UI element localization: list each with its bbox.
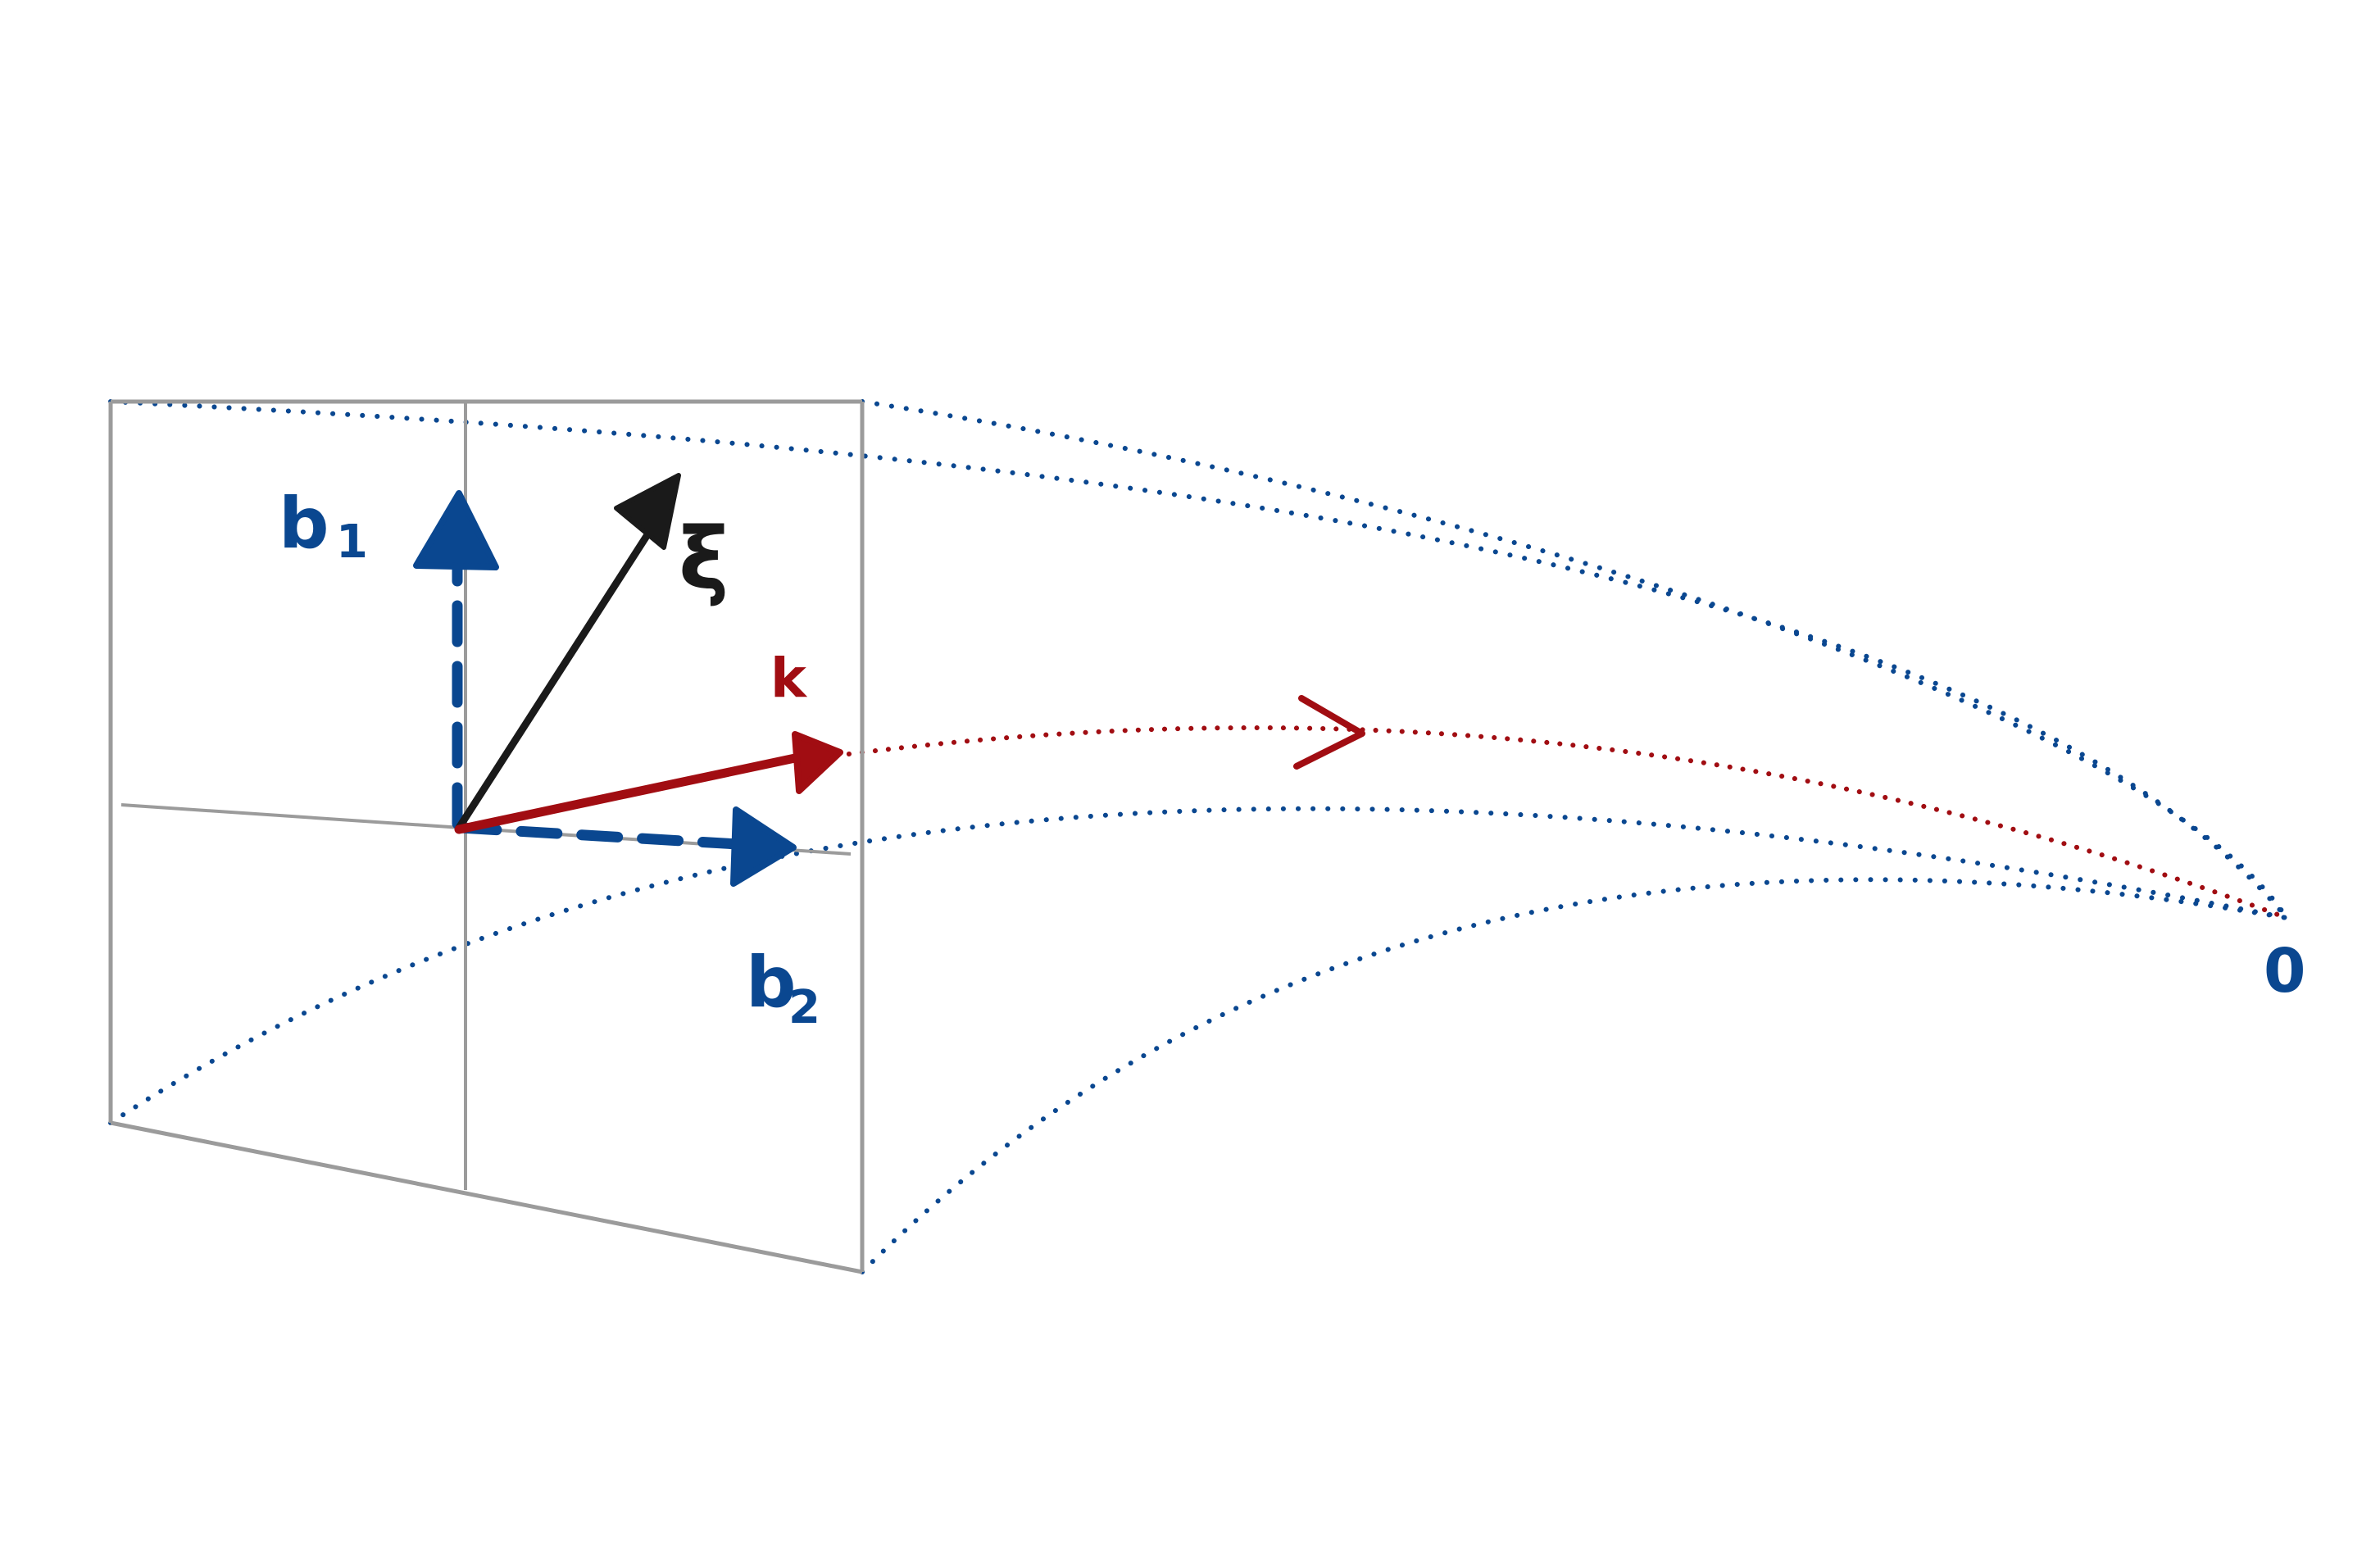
b1-label: b <box>279 483 329 565</box>
frame-axes <box>120 402 852 1190</box>
xi-arrowhead <box>614 473 681 550</box>
curve-bottom-left <box>108 806 2289 1125</box>
origin-label: 0 <box>2264 936 2306 1006</box>
k-arrowhead <box>792 731 843 794</box>
b2-arrowhead <box>730 806 797 887</box>
curve-bottom-right <box>860 877 2289 1274</box>
frame <box>108 399 865 1274</box>
b1-subscript: 1 <box>336 516 368 569</box>
curve-top-left <box>108 399 2289 920</box>
b1-arrowhead <box>413 490 499 570</box>
curve-top-right <box>860 399 2289 920</box>
xi-label: ξ <box>679 509 729 609</box>
k-label: k <box>770 647 808 710</box>
xi-vector <box>455 520 658 832</box>
b2-vector <box>455 822 743 850</box>
red-chevron <box>1293 695 1365 770</box>
k-vector <box>454 753 800 834</box>
red-dotted-curve <box>833 724 2289 920</box>
b2-subscript: 2 <box>788 981 820 1034</box>
blue-dotted-curves <box>108 399 2289 1274</box>
frame-bottom <box>110 1120 863 1274</box>
b2-label: b <box>746 942 797 1024</box>
